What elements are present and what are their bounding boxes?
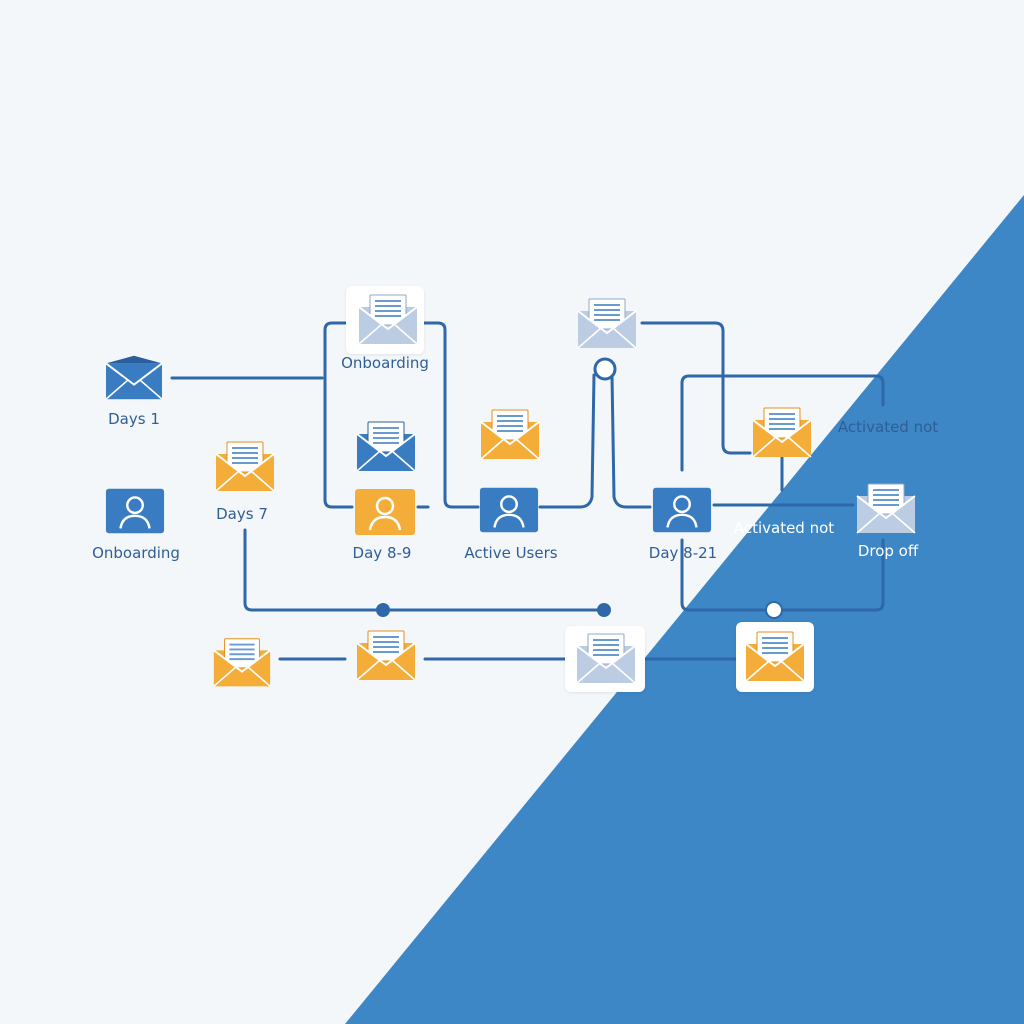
label-days-1: Days 1: [108, 410, 160, 428]
label-day-8-21: Day 8-21: [648, 544, 718, 562]
junction-dot-icon: [593, 357, 617, 381]
envelope-letter-icon[interactable]: [354, 418, 418, 474]
envelope-letter-icon[interactable]: [478, 406, 542, 462]
envelope-letter-icon[interactable]: [743, 627, 807, 685]
envelope-icon[interactable]: [103, 348, 165, 402]
connector-line: [323, 498, 354, 509]
envelope-letter-icon[interactable]: [750, 404, 814, 460]
label-days-7: Days 7: [216, 505, 268, 523]
user-icon[interactable]: [353, 487, 417, 537]
label-active-users: Active Users: [464, 544, 558, 562]
envelope-letter-icon[interactable]: [211, 634, 273, 690]
junction-dot-icon: [376, 603, 390, 617]
envelope-letter-icon[interactable]: [356, 291, 420, 347]
connector-line: [680, 374, 885, 472]
label-onboarding-left: Onboarding: [92, 544, 180, 562]
envelope-letter-icon[interactable]: [853, 480, 919, 536]
user-icon[interactable]: [478, 485, 540, 535]
envelope-letter-icon[interactable]: [213, 438, 277, 494]
junction-dot-icon: [597, 603, 611, 617]
junction-dot-icon: [765, 601, 783, 619]
connector-line: [243, 528, 606, 612]
connector-line: [640, 321, 752, 455]
connector-line: [323, 321, 350, 502]
envelope-letter-icon[interactable]: [354, 627, 418, 683]
envelope-letter-icon[interactable]: [574, 630, 638, 686]
connector-line: [610, 373, 652, 509]
user-icon[interactable]: [104, 486, 166, 536]
label-activated-not-top: Activated not: [837, 418, 939, 436]
label-drop-off: Drop off: [857, 542, 919, 560]
label-onboarding-top: Onboarding: [341, 354, 429, 372]
label-activated-not-mid: Activated not: [733, 519, 835, 537]
user-icon[interactable]: [651, 485, 713, 535]
label-day-8-9: Day 8-9: [352, 544, 412, 562]
connector-line: [538, 373, 596, 509]
connector-line: [418, 321, 480, 509]
envelope-letter-icon[interactable]: [575, 295, 639, 351]
